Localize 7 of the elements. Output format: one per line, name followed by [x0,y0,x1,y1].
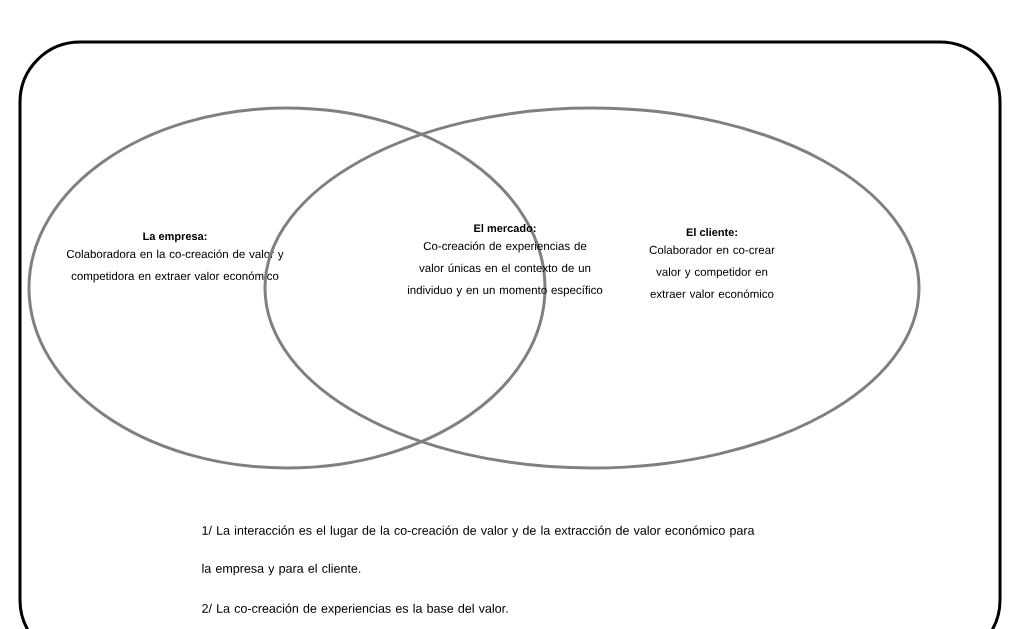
note: 2/ La co-creación de experiencias es la base del valor. [202,603,508,616]
description: Colaborador en co-crear valor y competidor en extraer valor económico [649,245,775,298]
heading: La empresa: [143,232,207,243]
description: Co-creación de experiencias de valor únicas en el contexto de un individuo y en un momento específico [407,241,603,297]
heading: El cliente: [686,228,737,237]
heading: El mercado: [474,224,536,233]
note: 1/ La interacción es el lugar de la co-creación de valor y de la extracción de valor económico para la empresa y para el cliente. [202,525,755,576]
